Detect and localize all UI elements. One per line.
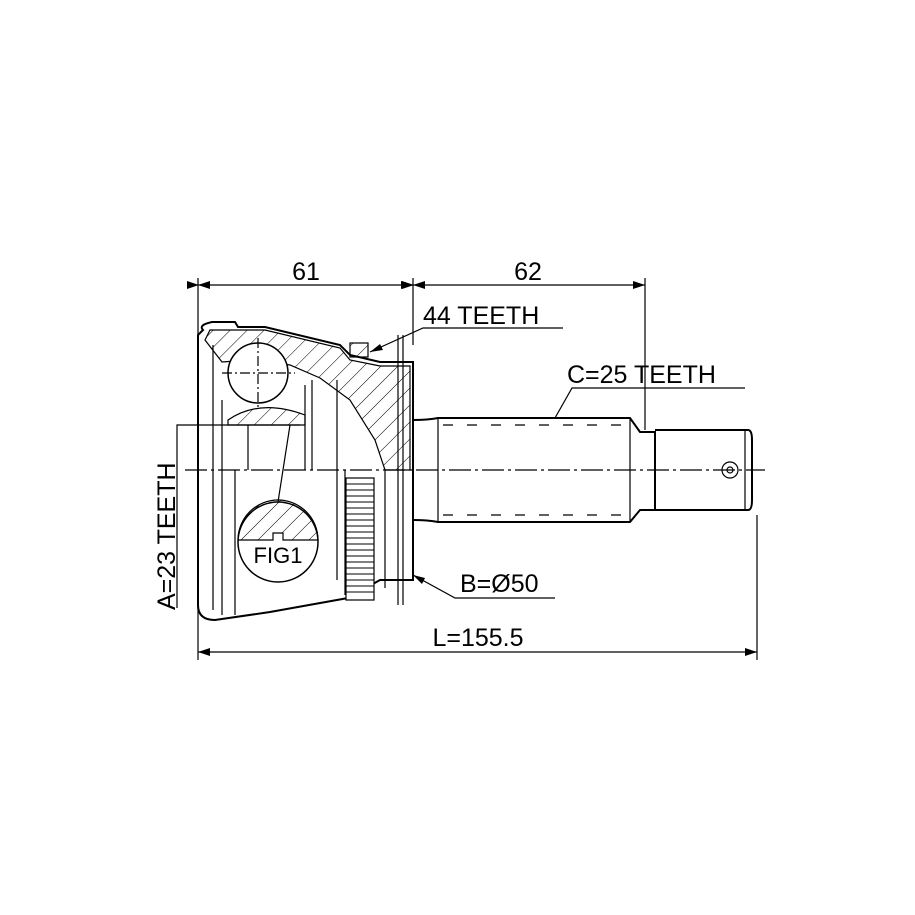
dimension-61-label: 61 bbox=[292, 258, 320, 286]
dimension-61: 61 bbox=[187, 258, 645, 289]
fig1-label: FIG1 bbox=[254, 543, 303, 568]
dimension-62-label: 62 bbox=[514, 258, 542, 286]
callout-a-23-teeth: A=23 TEETH bbox=[153, 424, 300, 610]
fig1-detail: FIG1 bbox=[237, 424, 319, 583]
total-length-label: L=155.5 bbox=[432, 624, 523, 652]
dimension-total-length: L=155.5 bbox=[198, 624, 757, 656]
callout-c-25-teeth: C=25 TEETH bbox=[554, 361, 745, 419]
outer-spline-label: C=25 TEETH bbox=[567, 361, 716, 389]
inner-spline-label: A=23 TEETH bbox=[153, 462, 181, 610]
seal-diameter-label: B=Ø50 bbox=[460, 570, 539, 598]
callout-44-teeth: 44 TEETH bbox=[369, 302, 563, 353]
abs-teeth-label: 44 TEETH bbox=[423, 302, 539, 330]
dimension-62: 62 bbox=[413, 258, 645, 286]
abs-ring bbox=[345, 477, 375, 601]
outer-housing bbox=[197, 321, 414, 622]
shaft bbox=[412, 417, 753, 523]
callout-b-50: B=Ø50 bbox=[412, 570, 555, 599]
